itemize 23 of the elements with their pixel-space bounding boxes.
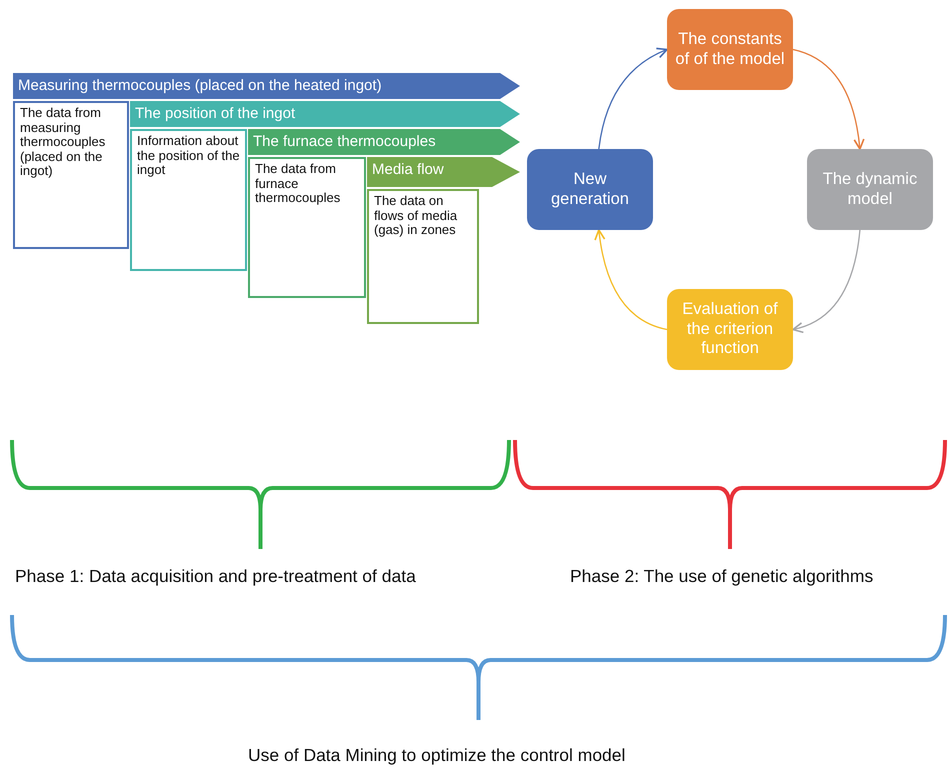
- process-box: The dynamic model: [807, 149, 933, 230]
- arrow-banner: [367, 157, 520, 187]
- process-box: Evaluation of the criterion function: [667, 289, 793, 370]
- banner-title: Measuring thermocouples (placed on the heated ingot): [18, 78, 382, 93]
- banner-title: Media flow: [372, 162, 444, 177]
- curved-arrow: [792, 48, 864, 150]
- arrow-banner: [13, 73, 520, 99]
- arrow-banner: [248, 129, 520, 155]
- banner-title: The position of the ingot: [135, 106, 296, 121]
- phase-label: Phase 1: Data acquisition and pre-treatment of data: [15, 566, 416, 587]
- phase-label: Use of Data Mining to optimize the control model: [248, 745, 626, 766]
- curved-arrow: [598, 48, 668, 150]
- curved-arrow: [594, 229, 668, 330]
- curved-arrow: [792, 230, 861, 333]
- data-box: The data from measuring thermocouples (placed on the ingot): [13, 101, 129, 249]
- phase-label: Phase 2: The use of genetic algorithms: [570, 566, 874, 587]
- data-box: The data from furnace thermocouples: [248, 157, 366, 298]
- process-box: The constants of of the model: [667, 9, 793, 90]
- banner-title: The furnace thermocouples: [253, 134, 436, 149]
- arrow-banner: [130, 101, 520, 127]
- data-box: The data on flows of media (gas) in zones: [367, 189, 479, 324]
- data-box: Information about the position of the ingot: [130, 129, 247, 271]
- process-box: New generation: [527, 149, 653, 230]
